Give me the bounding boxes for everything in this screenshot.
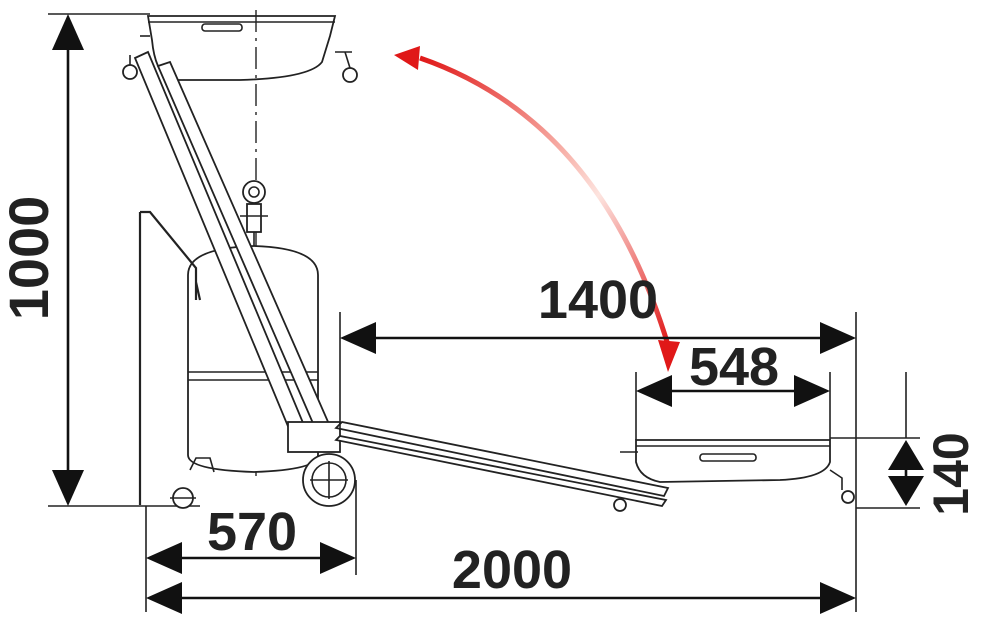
base-depth-label: 570 <box>207 502 297 562</box>
raised-bowl <box>122 15 358 83</box>
overall-length-dimension: 2000 <box>146 540 856 614</box>
lowered-bowl <box>620 439 855 504</box>
bowl-width-dimension: 548 <box>635 337 831 440</box>
reach-label: 1400 <box>538 270 658 330</box>
rear-wheel <box>302 453 356 507</box>
lowered-arm <box>334 421 670 512</box>
overall-length-label: 2000 <box>452 540 572 600</box>
bowl-width-label: 548 <box>689 337 779 397</box>
rotation-arrow <box>394 46 680 372</box>
bowl-height-label: 140 <box>923 432 979 515</box>
reach-dimension: 1400 <box>339 270 857 612</box>
height-label: 1000 <box>0 196 60 321</box>
base-depth-dimension: 570 <box>145 480 357 612</box>
front-caster <box>170 457 215 509</box>
bowl-height-dimension: 140 <box>830 372 979 516</box>
height-dimension: 1000 <box>0 13 200 507</box>
